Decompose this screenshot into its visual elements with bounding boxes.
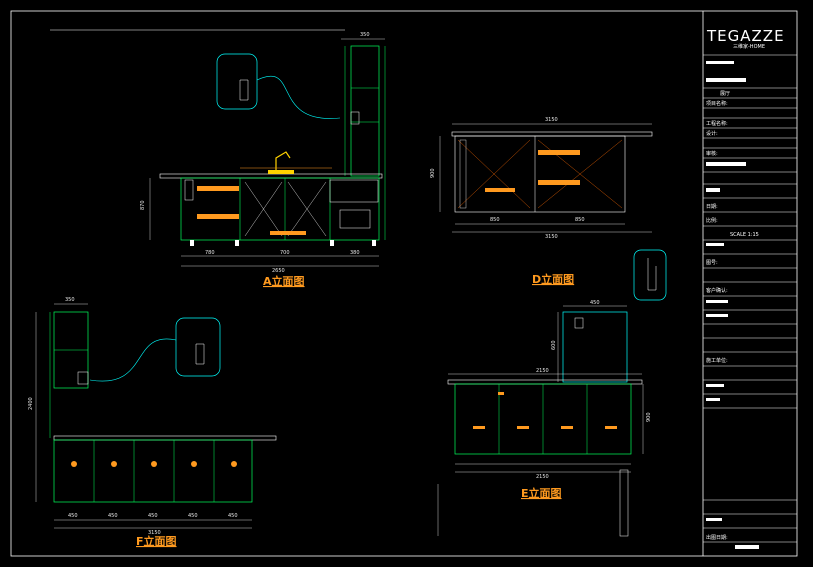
dim-a-top: 350 — [360, 32, 370, 38]
dim-e-box-h: 600 — [551, 340, 557, 350]
logo-subtext: 三维家-HOME — [733, 43, 765, 50]
logo-text: TEGAZZE — [706, 27, 785, 45]
elevation-d: 3150 850 850 3150 900 D立面图 — [430, 117, 667, 301]
dim-a-h: 870 — [140, 200, 146, 210]
dim-d-total: 3150 — [545, 234, 558, 240]
dim-d-h: 900 — [430, 168, 436, 178]
dim-f-h: 2400 — [28, 397, 34, 410]
dim-a-w1: 780 — [205, 250, 215, 256]
view-title-f: F立面图 — [136, 534, 177, 548]
elevation-f: 350 450 450 450 450 450 3150 2400 F立面图 — [28, 297, 277, 548]
dim-d-w2: 850 — [575, 217, 585, 223]
tb-ratio: SCALE 1:15 — [730, 232, 759, 238]
dim-e-total: 2150 — [536, 474, 549, 480]
drawing-frame — [10, 10, 798, 557]
view-title-a: A立面图 — [263, 274, 305, 288]
tb-row-4: 审核: — [706, 150, 718, 157]
tb-row-0: 展厅 — [720, 91, 730, 97]
dim-a-w2: 700 — [280, 250, 290, 256]
dim-f-cell-4: 450 — [228, 513, 238, 519]
tb-row-5: 日期: — [706, 204, 718, 210]
dim-e-top: 2150 — [536, 368, 549, 374]
dim-f-total: 3150 — [148, 530, 161, 536]
view-title-d: D立面图 — [532, 272, 574, 286]
elevation-e: 2150 2150 900 450 600 E立面图 — [437, 300, 652, 537]
dim-e-box-w: 450 — [590, 300, 600, 306]
dim-f-top: 350 — [65, 297, 75, 303]
elevation-a: 350 780 700 380 2650 870 A立面图 — [50, 29, 386, 288]
tb-row-6: 比例: — [706, 217, 718, 224]
dim-f-cell-1: 450 — [108, 513, 118, 519]
dim-f-cell-3: 450 — [188, 513, 198, 519]
tb-row-3: 设计: — [706, 130, 718, 137]
view-title-e: E立面图 — [521, 486, 562, 500]
dim-d-w1: 850 — [490, 217, 500, 223]
dim-a-w3: 380 — [350, 250, 360, 256]
dim-f-cell-0: 450 — [68, 513, 78, 519]
tb-row-9: 施工单位: — [706, 357, 728, 364]
dim-d-top: 3150 — [545, 117, 558, 123]
tb-row-10: 出图日期: — [706, 534, 728, 541]
tb-row-7: 图号: — [706, 260, 718, 266]
title-block: TEGAZZE 三维家-HOME — [703, 27, 797, 549]
dim-a-total: 2650 — [272, 268, 285, 274]
dim-e-h: 900 — [646, 412, 652, 422]
tb-row-1: 项目名称: — [706, 100, 728, 107]
tb-row-8: 客户确认: — [706, 287, 728, 294]
tb-row-2: 工程名称: — [706, 120, 728, 127]
dim-f-cell-2: 450 — [148, 513, 158, 519]
